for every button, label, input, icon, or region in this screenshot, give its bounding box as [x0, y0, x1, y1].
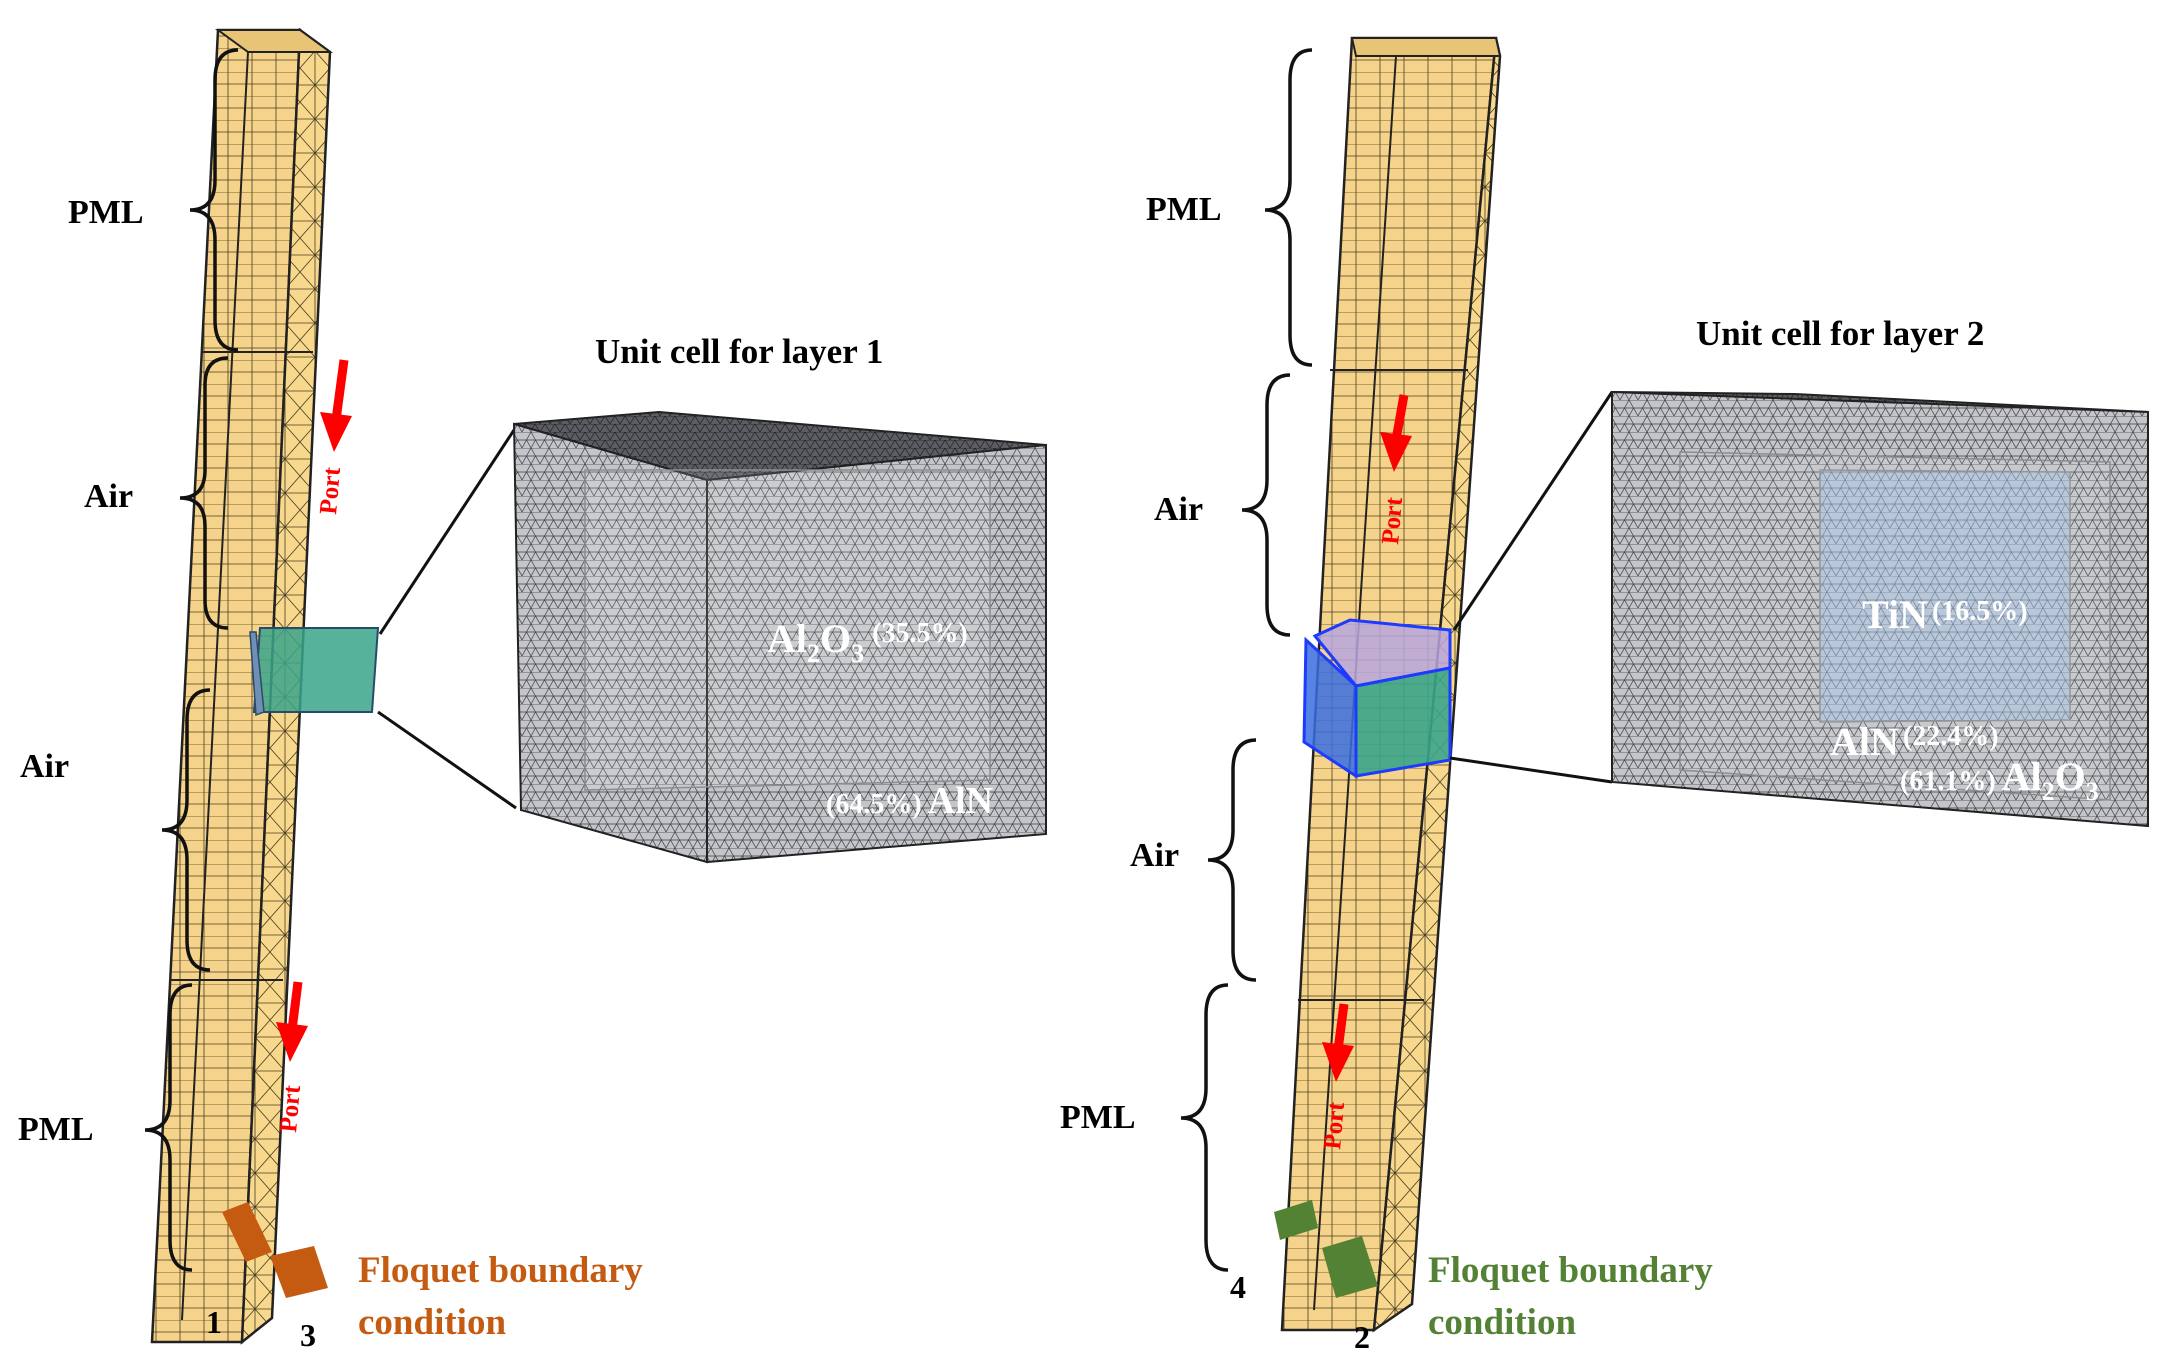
- left-material-al2o3: Al2O3(35.5%): [767, 616, 968, 668]
- right-material-al2o3: (61.1%)Al2O3: [1900, 754, 2099, 806]
- left-floquet-label-line2: condition: [358, 1302, 506, 1343]
- right-port-label-lower: Port: [1319, 1100, 1350, 1150]
- right-cube-inner-shade: [1679, 451, 2111, 801]
- left-brace-air-bottom: [161, 688, 211, 972]
- left-label-pml-bottom: PML: [18, 1111, 94, 1148]
- left-braces: [144, 48, 239, 1272]
- right-brace-pml-top: [1264, 48, 1313, 367]
- left-port-arrow-lower: [276, 981, 308, 1062]
- right-port-label-upper: Port: [1377, 495, 1408, 545]
- right-brace-air-bottom: [1207, 738, 1257, 982]
- left-unit-cell-highlight: [252, 627, 380, 713]
- right-panel: Port Port PML Air Air PML 4 2 Floquet bo…: [1060, 36, 2149, 1355]
- right-braces: [1180, 48, 1313, 1272]
- left-port-arrow-upper: [320, 359, 352, 452]
- left-floquet-patch-b: [270, 1246, 328, 1298]
- left-unit-cell-title: Unit cell for layer 1: [595, 332, 883, 371]
- right-unit-cell-top: [1312, 618, 1452, 688]
- left-unit-cell-cube: [512, 410, 1047, 864]
- left-brace-pml-bottom: [144, 983, 193, 1272]
- left-panel: Port Port PML Air Air PML 1 3 Floquet bo…: [18, 27, 1047, 1353]
- left-cube-front-face: [706, 443, 1047, 864]
- right-cube-front-face: [1611, 390, 2149, 828]
- right-unit-cell-title: Unit cell for layer 2: [1696, 314, 1984, 353]
- right-material-tin: TiN(16.5%): [1862, 592, 2028, 637]
- right-label-air-top: Air: [1154, 491, 1203, 528]
- left-floquet-label-line1: Floquet boundary: [358, 1250, 643, 1291]
- right-material-aln: AlN(22.4%): [1830, 719, 1999, 764]
- left-zoom-line-bottom: [377, 710, 517, 810]
- right-port-arrow-lower: [1322, 1003, 1354, 1082]
- right-label-pml-bottom: PML: [1060, 1099, 1136, 1136]
- left-column-top-face: [214, 29, 334, 53]
- left-zoom-line-top: [378, 426, 518, 635]
- right-unit-cell-cube: [1611, 390, 2149, 828]
- left-floquet-patch-a: [222, 1202, 272, 1262]
- right-cube-inner-tin: [1819, 469, 2071, 723]
- left-port-label-lower: Port: [275, 1083, 306, 1133]
- right-corner-number-a: 4: [1230, 1269, 1246, 1305]
- left-unit-cell-side: [249, 631, 265, 717]
- left-brace-pml-top: [189, 48, 239, 352]
- right-label-pml-top: PML: [1146, 191, 1222, 228]
- left-label-air-top: Air: [84, 478, 133, 515]
- right-column: Port Port: [1274, 36, 1502, 1333]
- left-brace-air-top: [179, 356, 229, 630]
- right-unit-cell-side: [1354, 666, 1452, 778]
- right-brace-air-top: [1241, 373, 1291, 637]
- left-port-label-upper: Port: [315, 465, 346, 515]
- right-zoom-line-top: [1452, 391, 1614, 631]
- left-material-aln: (64.5%)AlN: [826, 780, 993, 822]
- right-floquet-label-line2: condition: [1428, 1302, 1576, 1343]
- right-port-arrow-upper: [1380, 394, 1412, 472]
- right-brace-pml-bottom: [1180, 983, 1229, 1272]
- left-label-pml-top: PML: [68, 194, 144, 231]
- left-label-air-bottom: Air: [20, 748, 69, 785]
- left-cube-inner-shade: [584, 469, 991, 791]
- right-floquet-patch-b: [1322, 1236, 1378, 1298]
- right-floquet-patch-a: [1274, 1200, 1318, 1240]
- left-column: Port Port: [150, 27, 380, 1345]
- left-corner-number-b: 3: [300, 1317, 316, 1353]
- right-zoom-line-bottom: [1449, 756, 1613, 784]
- right-corner-number-b: 2: [1354, 1319, 1370, 1355]
- right-label-air-bottom: Air: [1130, 837, 1179, 874]
- left-corner-number-a: 1: [206, 1304, 222, 1340]
- right-floquet-label-line1: Floquet boundary: [1428, 1250, 1713, 1291]
- left-column-edge: [181, 51, 249, 1321]
- right-column-top-face: [1350, 37, 1502, 57]
